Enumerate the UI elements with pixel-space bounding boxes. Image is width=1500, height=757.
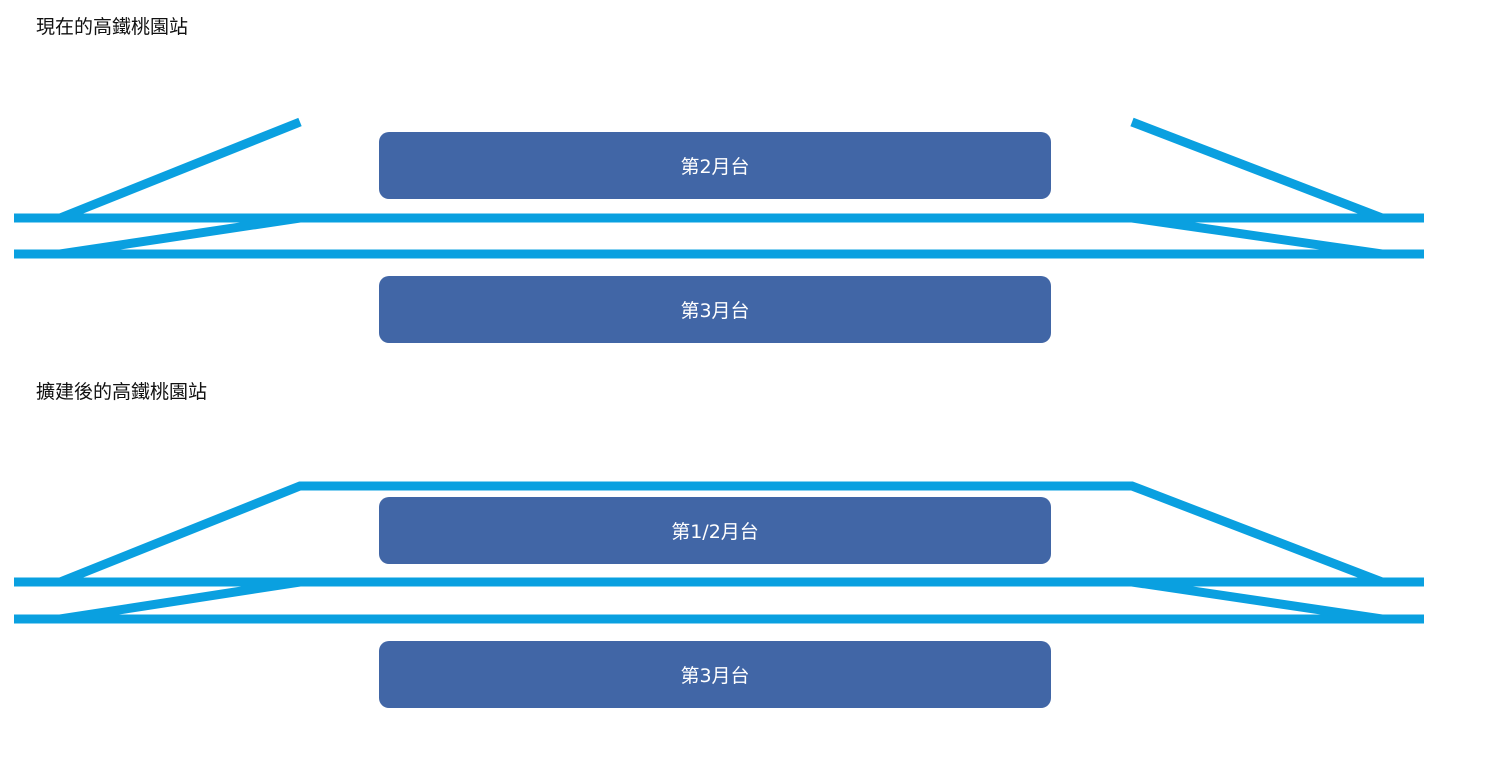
crossover-left <box>59 213 301 259</box>
expanded-tracks <box>14 481 1424 624</box>
siding-stub-left <box>58 117 302 223</box>
crossover-left <box>59 577 301 624</box>
expanded-station-title: 擴建後的高鐵桃園站 <box>36 381 208 403</box>
current-station-title: 現在的高鐵桃園站 <box>36 16 189 38</box>
siding-stub-right <box>1130 117 1384 223</box>
current-tracks <box>14 117 1424 259</box>
crossover-right <box>1131 577 1383 624</box>
platform-2: 第2月台 <box>379 132 1051 199</box>
platform-1-2: 第1/2月台 <box>379 497 1051 564</box>
platform-3: 第3月台 <box>379 276 1051 343</box>
new-track-loop <box>58 481 1384 587</box>
crossover-right <box>1131 213 1383 259</box>
platform-3-expanded: 第3月台 <box>379 641 1051 708</box>
